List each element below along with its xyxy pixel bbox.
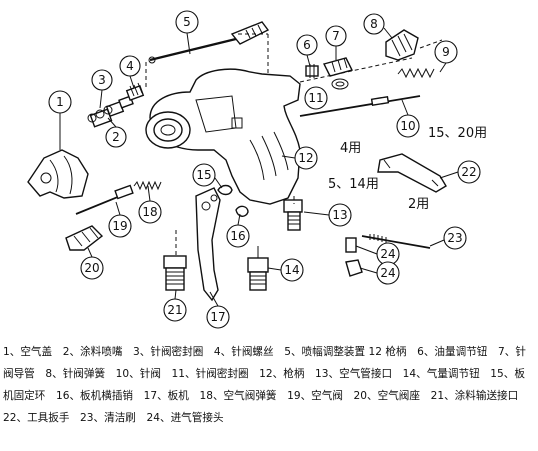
- callout-19: 19: [108, 214, 132, 238]
- needle-seal-rings-part: [87, 105, 113, 123]
- callout-23: 23: [443, 226, 467, 250]
- needle-part: [299, 95, 421, 117]
- svg-text:10: 10: [400, 119, 415, 133]
- air-inlet-connector-part: [345, 237, 363, 277]
- svg-text:2: 2: [112, 130, 120, 144]
- svg-text:9: 9: [442, 45, 450, 59]
- svg-text:4: 4: [126, 59, 134, 73]
- air-volume-knob-part: [247, 246, 269, 291]
- callout-5: 5: [175, 10, 199, 34]
- knob-part: [385, 29, 419, 61]
- paint-inlet-part: [163, 255, 187, 291]
- callout-6: 6: [296, 34, 318, 56]
- svg-text:13: 13: [332, 208, 347, 222]
- tool-use-4-label: 4用: [340, 141, 361, 156]
- callout-10: 10: [396, 114, 420, 138]
- callout-11: 11: [304, 86, 328, 110]
- svg-text:23: 23: [447, 231, 462, 245]
- callout-24a: 24: [376, 242, 400, 266]
- callout-14: 14: [280, 258, 304, 282]
- callout-9: 9: [434, 40, 458, 64]
- spray-gun-exploded-diagram: 15、20用 4用 5、14用 2用 1 2 3 4 5 6 7 8 9 10 …: [27, 10, 487, 329]
- svg-text:7: 7: [332, 29, 340, 43]
- callout-17: 17: [206, 305, 230, 329]
- callout-15: 15: [192, 163, 216, 187]
- needle-screw-part: [125, 82, 145, 101]
- air-valve-part: [75, 184, 134, 215]
- tool-use-2-label: 2用: [408, 197, 429, 212]
- svg-text:3: 3: [98, 73, 106, 87]
- needle-spring-part: [397, 67, 435, 79]
- callout-24b: 24: [376, 261, 400, 285]
- svg-text:22: 22: [461, 165, 476, 179]
- trigger-part: [195, 187, 221, 302]
- svg-text:21: 21: [167, 303, 182, 317]
- tool-spanner-part: [377, 153, 447, 193]
- svg-text:17: 17: [210, 310, 225, 324]
- cleaning-brush-part: [361, 234, 431, 249]
- trigger-pin-part: [235, 205, 249, 217]
- parts-legend-text: 1、空气盖 2、涂料喷嘴 3、针阀密封圈 4、针阀螺丝 5、喷幅调整装置 12 …: [3, 346, 529, 424]
- callout-18: 18: [138, 200, 162, 224]
- air-valve-seat-part: [65, 225, 104, 251]
- svg-text:20: 20: [84, 261, 99, 275]
- callout-2: 2: [105, 126, 127, 148]
- callout-22: 22: [457, 160, 481, 184]
- callout-20: 20: [80, 256, 104, 280]
- svg-text:15: 15: [196, 168, 211, 182]
- callout-16: 16: [226, 224, 250, 248]
- svg-text:1: 1: [56, 95, 64, 109]
- needle-guide-part: [322, 57, 354, 77]
- callout-12: 12: [294, 146, 318, 170]
- svg-text:12: 12: [298, 151, 313, 165]
- oil-adjust-knob-part: [305, 64, 319, 78]
- tool-use-5-14-label: 5、14用: [328, 177, 379, 192]
- svg-text:6: 6: [303, 38, 311, 52]
- trigger-retaining-ring-part: [217, 184, 233, 196]
- air-cap-part: [27, 149, 89, 199]
- air-pipe-connector-part: [283, 199, 303, 231]
- callout-1: 1: [48, 90, 72, 114]
- svg-text:8: 8: [370, 17, 378, 31]
- svg-text:11: 11: [308, 91, 323, 105]
- callout-8: 8: [363, 13, 385, 35]
- svg-text:24: 24: [380, 247, 395, 261]
- svg-text:14: 14: [284, 263, 299, 277]
- callout-3: 3: [91, 69, 113, 91]
- callout-7: 7: [325, 25, 347, 47]
- svg-text:19: 19: [112, 219, 127, 233]
- gun-body: [145, 68, 301, 205]
- air-valve-spring-part: [133, 180, 162, 191]
- parts-legend: 1、空气盖 2、涂料喷嘴 3、针阀密封圈 4、针阀螺丝 5、喷幅调整装置 12 …: [3, 341, 535, 429]
- svg-text:16: 16: [230, 229, 245, 243]
- svg-text:5: 5: [183, 15, 191, 29]
- callout-21: 21: [163, 298, 187, 322]
- tool-use-15-20-label: 15、20用: [428, 126, 487, 141]
- callout-13: 13: [328, 203, 352, 227]
- svg-text:24: 24: [380, 266, 395, 280]
- spray-width-adjuster-part: [148, 21, 270, 64]
- needle-seal-part: [331, 78, 349, 90]
- svg-text:18: 18: [142, 205, 157, 219]
- callout-4: 4: [119, 55, 141, 77]
